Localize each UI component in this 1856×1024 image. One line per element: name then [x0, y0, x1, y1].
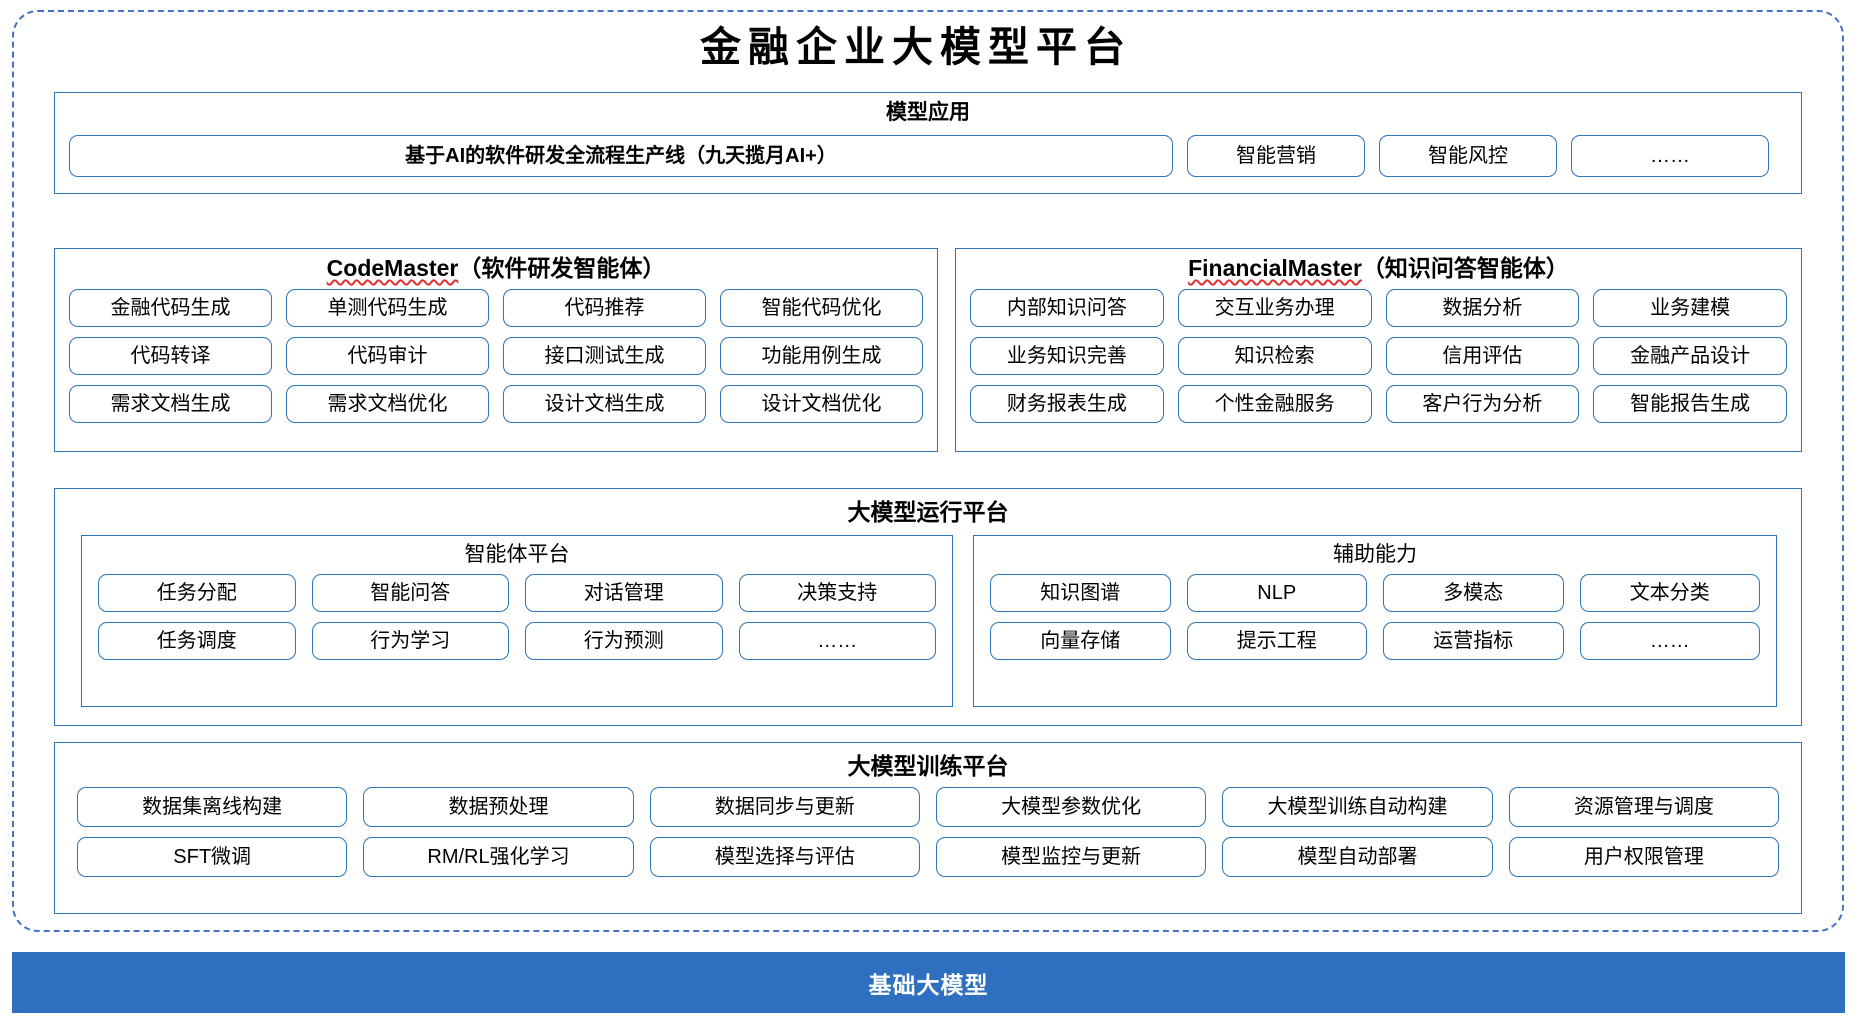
chip-code-item[interactable]: 智能代码优化 — [720, 289, 923, 327]
chip-train-item[interactable]: 数据集离线构建 — [77, 787, 348, 827]
chip-aux-item[interactable]: …… — [1579, 622, 1760, 660]
page-title: 金融企业大模型平台 — [700, 24, 1132, 70]
outer-dashed-frame — [12, 10, 1844, 932]
chip-fin-item[interactable]: 客户行为分析 — [1385, 385, 1580, 423]
section-title-code-master: CodeMaster（软件研发智能体） — [55, 255, 937, 281]
base-model-label: 基础大模型 — [868, 971, 989, 998]
code-master-items: 金融代码生成 单测代码生成 代码推荐 智能代码优化 代码转译 代码审计 接口测试… — [69, 289, 923, 423]
chip-fin-item[interactable]: 内部知识问答 — [970, 289, 1164, 327]
section-code-master: CodeMaster（软件研发智能体） 金融代码生成 单测代码生成 代码推荐 智… — [54, 248, 938, 452]
chip-train-item[interactable]: RM/RL强化学习 — [363, 837, 634, 877]
chip-more-ellipsis[interactable]: …… — [1571, 135, 1769, 177]
chip-train-item[interactable]: 数据同步与更新 — [649, 787, 920, 827]
chip-train-item[interactable]: 用户权限管理 — [1508, 837, 1779, 877]
section-train-platform: 大模型训练平台 数据集离线构建 数据预处理 数据同步与更新 大模型参数优化 大模… — [54, 742, 1802, 914]
section-title-train-platform: 大模型训练平台 — [847, 753, 1009, 779]
chip-code-item[interactable]: 设计文档优化 — [720, 385, 923, 423]
chip-agent-item[interactable]: 行为学习 — [311, 622, 509, 660]
chip-agent-item[interactable]: 行为预测 — [525, 622, 723, 660]
chip-fin-item[interactable]: 信用评估 — [1385, 337, 1580, 375]
subsection-title-auxiliary-capability: 辅助能力 — [1333, 543, 1417, 566]
model-application-items: 基于AI的软件研发全流程生产线（九天揽月AI+） 智能营销 智能风控 …… — [69, 133, 1789, 179]
chip-code-item[interactable]: 需求文档生成 — [69, 385, 272, 423]
chip-aux-item[interactable]: 提示工程 — [1186, 622, 1367, 660]
chip-code-item[interactable]: 金融代码生成 — [69, 289, 272, 327]
section-model-application: 模型应用 基于AI的软件研发全流程生产线（九天揽月AI+） 智能营销 智能风控 … — [54, 92, 1802, 194]
chip-train-item[interactable]: 大模型训练自动构建 — [1222, 787, 1493, 827]
chip-ai-pipeline[interactable]: 基于AI的软件研发全流程生产线（九天揽月AI+） — [69, 135, 1173, 177]
chip-fin-item[interactable]: 数据分析 — [1385, 289, 1580, 327]
chip-fin-item[interactable]: 智能报告生成 — [1593, 385, 1787, 423]
chip-code-item[interactable]: 需求文档优化 — [286, 385, 489, 423]
chip-train-item[interactable]: 资源管理与调度 — [1508, 787, 1779, 827]
chip-aux-item[interactable]: 多模态 — [1383, 574, 1564, 612]
section-run-platform: 大模型运行平台 智能体平台 任务分配 智能问答 对话管理 决策支持 任务调度 行… — [54, 488, 1802, 726]
financial-master-suffix: （知识问答智能体） — [1361, 255, 1569, 281]
chip-fin-item[interactable]: 个性金融服务 — [1177, 385, 1372, 423]
chip-code-item[interactable]: 代码审计 — [286, 337, 489, 375]
chip-code-item[interactable]: 单测代码生成 — [286, 289, 489, 327]
chip-code-item[interactable]: 接口测试生成 — [503, 337, 706, 375]
chip-aux-item[interactable]: 文本分类 — [1579, 574, 1760, 612]
code-master-suffix: （软件研发智能体） — [458, 255, 666, 281]
chip-fin-item[interactable]: 业务知识完善 — [970, 337, 1164, 375]
section-title-model-application: 模型应用 — [886, 101, 970, 124]
chip-fin-item[interactable]: 业务建模 — [1593, 289, 1787, 327]
chip-aux-item[interactable]: 知识图谱 — [990, 574, 1171, 612]
financial-master-items: 内部知识问答 交互业务办理 数据分析 业务建模 业务知识完善 知识检索 信用评估… — [970, 289, 1787, 423]
code-master-name: CodeMaster — [326, 255, 459, 281]
chip-train-item[interactable]: 模型自动部署 — [1222, 837, 1493, 877]
agent-platform-items: 任务分配 智能问答 对话管理 决策支持 任务调度 行为学习 行为预测 …… — [98, 574, 936, 660]
base-model-bar: 基础大模型 — [12, 952, 1845, 1013]
train-platform-items: 数据集离线构建 数据预处理 数据同步与更新 大模型参数优化 大模型训练自动构建 … — [77, 787, 1779, 877]
chip-train-item[interactable]: 数据预处理 — [363, 787, 634, 827]
chip-train-item[interactable]: 模型监控与更新 — [936, 837, 1207, 877]
chip-fin-item[interactable]: 金融产品设计 — [1593, 337, 1787, 375]
chip-code-item[interactable]: 代码转译 — [69, 337, 272, 375]
chip-aux-item[interactable]: 向量存储 — [990, 622, 1171, 660]
chip-agent-item[interactable]: 决策支持 — [738, 574, 936, 612]
chip-fin-item[interactable]: 知识检索 — [1177, 337, 1372, 375]
financial-master-name: FinancialMaster — [1188, 255, 1362, 281]
chip-code-item[interactable]: 代码推荐 — [503, 289, 706, 327]
chip-aux-item[interactable]: 运营指标 — [1383, 622, 1564, 660]
section-title-run-platform: 大模型运行平台 — [847, 499, 1009, 525]
chip-code-item[interactable]: 功能用例生成 — [720, 337, 923, 375]
chip-train-item[interactable]: 大模型参数优化 — [936, 787, 1207, 827]
section-financial-master: FinancialMaster（知识问答智能体） 内部知识问答 交互业务办理 数… — [955, 248, 1802, 452]
chip-agent-item[interactable]: 对话管理 — [525, 574, 723, 612]
chip-fin-item[interactable]: 财务报表生成 — [970, 385, 1164, 423]
subsection-title-agent-platform: 智能体平台 — [464, 543, 570, 566]
chip-train-item[interactable]: 模型选择与评估 — [649, 837, 920, 877]
chip-aux-item[interactable]: NLP — [1186, 574, 1367, 612]
chip-agent-item[interactable]: …… — [738, 622, 936, 660]
chip-smart-marketing[interactable]: 智能营销 — [1187, 135, 1365, 177]
chip-smart-risk-control[interactable]: 智能风控 — [1379, 135, 1557, 177]
subsection-agent-platform: 智能体平台 任务分配 智能问答 对话管理 决策支持 任务调度 行为学习 行为预测… — [81, 535, 953, 707]
section-title-financial-master: FinancialMaster（知识问答智能体） — [956, 255, 1801, 281]
chip-train-item[interactable]: SFT微调 — [77, 837, 348, 877]
chip-agent-item[interactable]: 任务分配 — [98, 574, 296, 612]
chip-agent-item[interactable]: 任务调度 — [98, 622, 296, 660]
auxiliary-items: 知识图谱 NLP 多模态 文本分类 向量存储 提示工程 运营指标 …… — [990, 574, 1760, 660]
chip-agent-item[interactable]: 智能问答 — [311, 574, 509, 612]
chip-fin-item[interactable]: 交互业务办理 — [1177, 289, 1372, 327]
subsection-auxiliary-capability: 辅助能力 知识图谱 NLP 多模态 文本分类 向量存储 提示工程 运营指标 …… — [973, 535, 1777, 707]
chip-code-item[interactable]: 设计文档生成 — [503, 385, 706, 423]
